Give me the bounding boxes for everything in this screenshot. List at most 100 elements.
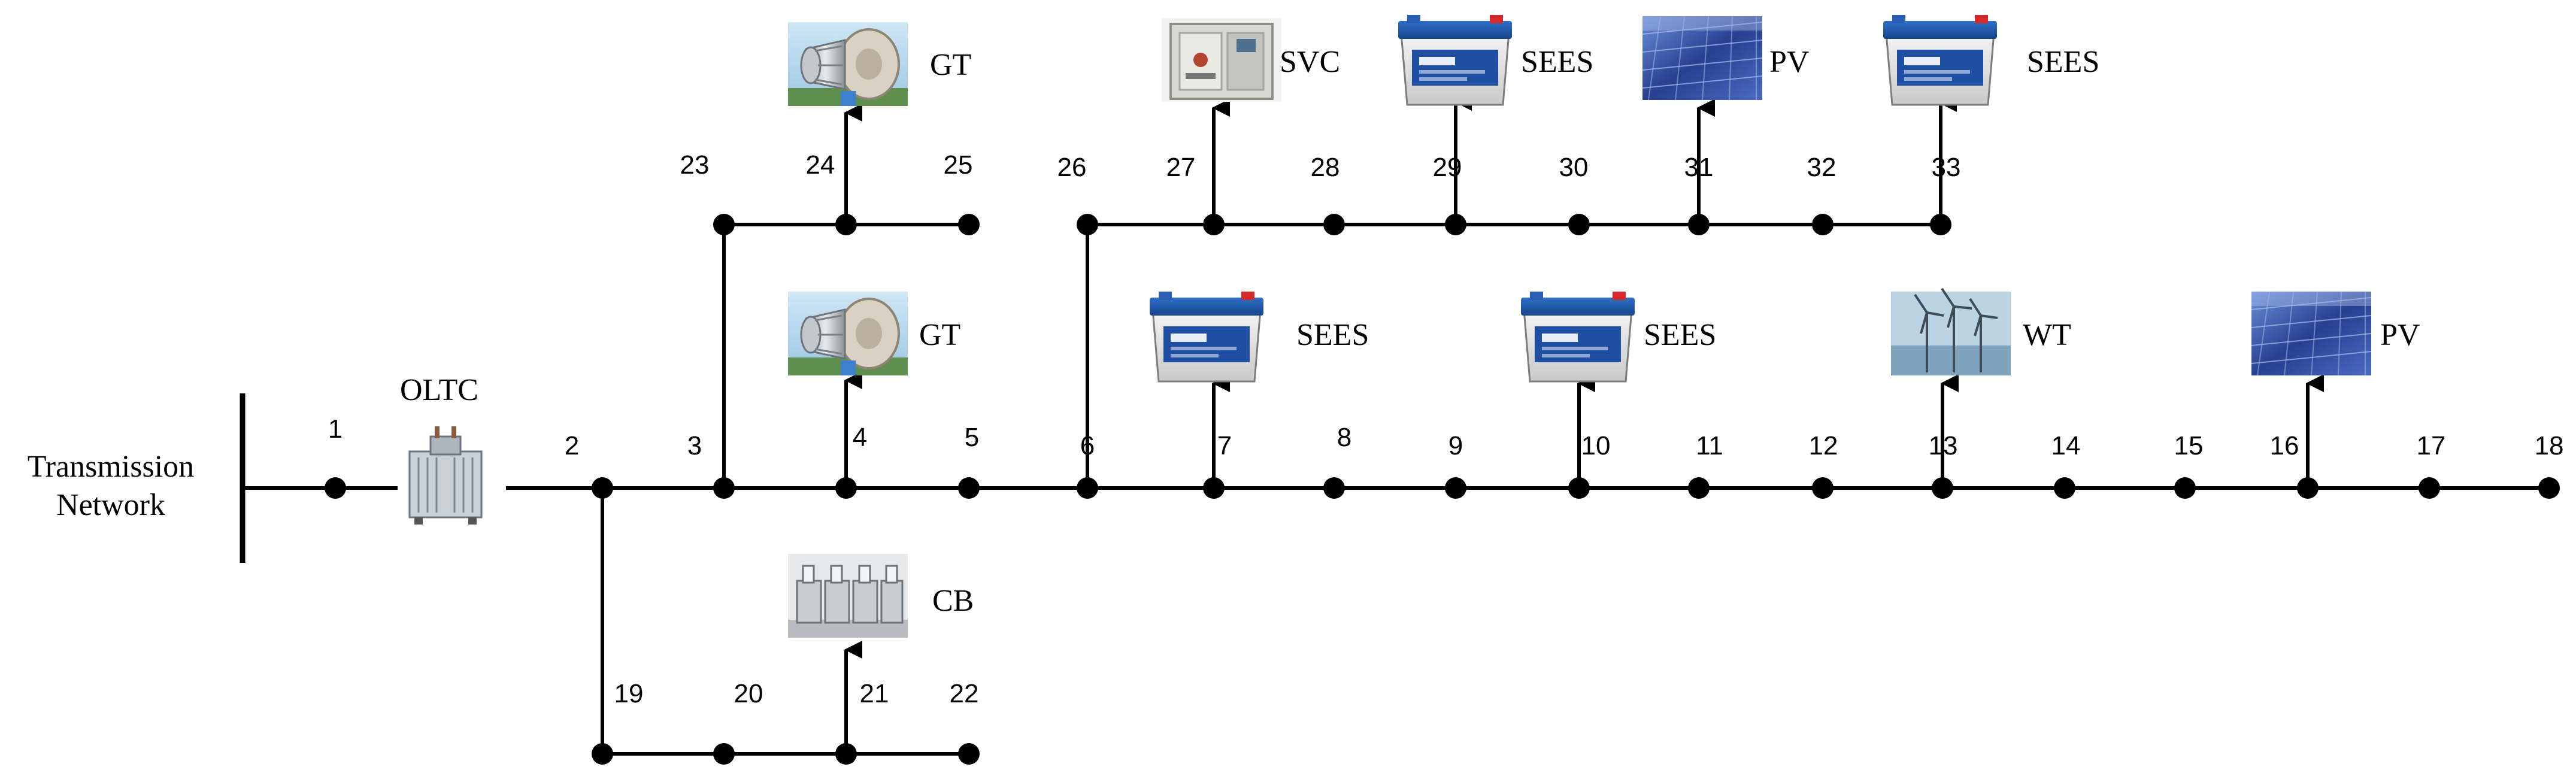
device-label-cb-bus21: CB <box>932 584 974 618</box>
bus-node-17 <box>2419 477 2440 499</box>
bus-label-5: 5 <box>965 423 979 452</box>
battery-icon <box>1882 14 1998 106</box>
device-label-pv-bus31: PV <box>1769 45 1809 79</box>
battery-icon <box>1397 14 1513 106</box>
bus-label-18: 18 <box>2535 431 2564 460</box>
bus-label-16: 16 <box>2270 431 2299 460</box>
bus-node-18 <box>2538 477 2560 499</box>
solar-panel-icon <box>2251 291 2372 376</box>
bus-node-7 <box>1203 477 1225 499</box>
bus-label-26: 26 <box>1057 153 1087 182</box>
device-connections <box>844 93 2324 754</box>
device-sees-bus33: SEES <box>1882 14 2099 106</box>
bus-label-6: 6 <box>1080 431 1095 460</box>
bus-label-28: 28 <box>1311 153 1340 182</box>
device-gt-bus24: GT <box>787 21 971 107</box>
battery-icon <box>1148 290 1265 383</box>
transmission-network-label-line1: Transmission <box>28 450 194 484</box>
bus-label-25: 25 <box>944 150 973 180</box>
bus-node-16 <box>2297 477 2319 499</box>
bus-label-19: 19 <box>614 679 644 708</box>
bus-node-4 <box>835 477 857 499</box>
device-wt-bus13: WT <box>1890 287 2071 377</box>
transmission-network-label-line2: Network <box>56 488 165 522</box>
bus-label-1: 1 <box>328 414 343 444</box>
device-svc-bus27: SVC <box>1160 17 1340 103</box>
gas-turbine-icon <box>787 21 909 107</box>
bus-label-24: 24 <box>806 150 835 180</box>
bus-node-19 <box>592 743 613 765</box>
bus-label-9: 9 <box>1448 431 1463 460</box>
device-sees-bus7: SEES <box>1148 290 1369 383</box>
bus-label-3: 3 <box>687 431 702 460</box>
device-label-sees-bus7: SEES <box>1296 318 1369 352</box>
device-label-svc-bus27: SVC <box>1280 45 1340 79</box>
device-gt-bus4: GT <box>787 290 960 377</box>
bus-node-28 <box>1323 214 1345 235</box>
device-label-sees-bus29: SEES <box>1521 45 1593 79</box>
bus-label-13: 13 <box>1929 431 1958 460</box>
wind-turbine-icon <box>1890 287 2012 377</box>
bus-node-24 <box>835 214 857 235</box>
device-cb-bus21: CB <box>787 553 974 639</box>
bus-label-32: 32 <box>1807 153 1836 182</box>
bus-node-29 <box>1445 214 1466 235</box>
solar-panel-icon <box>1642 16 1763 101</box>
device-label-sees-bus33: SEES <box>2027 45 2099 79</box>
bus-label-4: 4 <box>853 423 867 452</box>
bus-label-21: 21 <box>860 679 889 708</box>
bus-label-15: 15 <box>2174 431 2204 460</box>
bus-node-15 <box>2174 477 2196 499</box>
bus-node-32 <box>1812 214 1833 235</box>
capacitor-bank-icon <box>787 553 909 639</box>
bus-label-7: 7 <box>1217 431 1232 460</box>
bus-label-12: 12 <box>1809 431 1838 460</box>
bus-label-27: 27 <box>1166 153 1196 182</box>
oltc-label: OLTC <box>400 373 478 407</box>
bus-node-10 <box>1568 477 1590 499</box>
bus-label-17: 17 <box>2417 431 2446 460</box>
bus-node-3 <box>713 477 735 499</box>
transformer-icon <box>408 425 483 526</box>
bus-node-20 <box>713 743 735 765</box>
bus-label-20: 20 <box>734 679 763 708</box>
bus-node-21 <box>835 743 857 765</box>
bus-node-12 <box>1812 477 1833 499</box>
bus-label-2: 2 <box>565 431 579 460</box>
device-pv-bus31: PV <box>1642 16 1809 101</box>
bus-label-10: 10 <box>1581 431 1611 460</box>
device-pv-bus16: PV <box>2251 291 2420 376</box>
battery-icon <box>1520 290 1636 383</box>
bus-node-22 <box>958 743 980 765</box>
bus-label-14: 14 <box>2051 431 2081 460</box>
bus-node-26 <box>1077 214 1098 235</box>
device-sees-bus29: SEES <box>1397 14 1593 106</box>
device-label-sees-bus10: SEES <box>1644 318 1716 352</box>
bus-label-11: 11 <box>1696 431 1723 460</box>
bus-node-8 <box>1323 477 1345 499</box>
bus-label-33: 33 <box>1932 153 1961 182</box>
bus-node-11 <box>1688 477 1710 499</box>
bus-label-30: 30 <box>1559 153 1589 182</box>
device-label-wt-bus13: WT <box>2023 318 2071 352</box>
bus-node-1 <box>325 477 346 499</box>
bus-node-9 <box>1445 477 1466 499</box>
bus-label-22: 22 <box>950 679 979 708</box>
device-label-gt-bus4: GT <box>919 318 960 352</box>
bus-node-23 <box>713 214 735 235</box>
feeder-lines <box>243 223 2549 756</box>
bus-label-31: 31 <box>1684 153 1714 182</box>
gas-turbine-icon <box>787 290 909 377</box>
device-label-pv-bus16: PV <box>2380 318 2420 352</box>
bus-label-8: 8 <box>1337 423 1351 452</box>
bus-node-13 <box>1932 477 1953 499</box>
bus-node-30 <box>1568 214 1590 235</box>
bus-node-2 <box>592 477 613 499</box>
bus-node-27 <box>1203 214 1225 235</box>
device-label-gt-bus24: GT <box>930 48 971 82</box>
svc-cabinet-icon <box>1160 17 1283 103</box>
bus-node-14 <box>2054 477 2075 499</box>
bus-node-5 <box>958 477 980 499</box>
